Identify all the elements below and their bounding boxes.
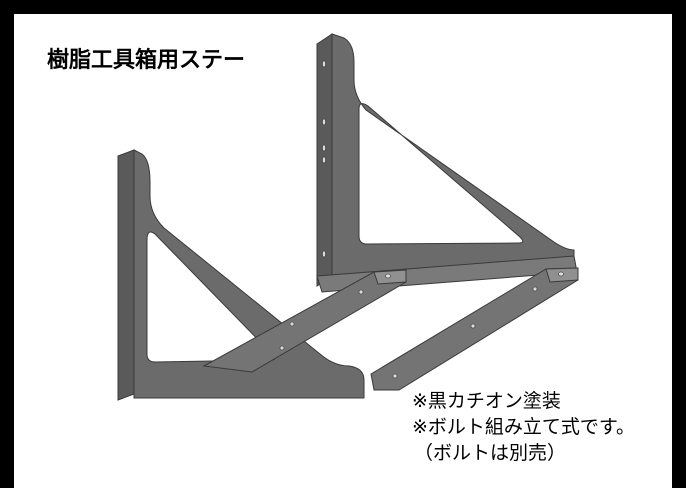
notes-block: ※黒カチオン塗装 ※ボルト組み立て式です。 （ボルトは別売）: [412, 388, 635, 466]
product-title: 樹脂工具箱用ステー: [47, 48, 246, 73]
coating-note: ※黒カチオン塗装: [412, 390, 561, 412]
bolt-holes: [279, 60, 564, 379]
bolt-note: （ボルトは別売）: [414, 442, 567, 464]
front-bracket-flange: [117, 149, 135, 401]
assembly-note: ※ボルト組み立て式です。: [412, 416, 636, 438]
bracket-illustration: [117, 33, 579, 401]
product-card: 樹脂工具箱用ステー ※黒カチオン塗装 ※ボルト組み立て式です。 （ボルトは別売）: [14, 14, 672, 488]
back-bracket-plate: [331, 33, 575, 277]
rail-lower: [370, 267, 579, 391]
